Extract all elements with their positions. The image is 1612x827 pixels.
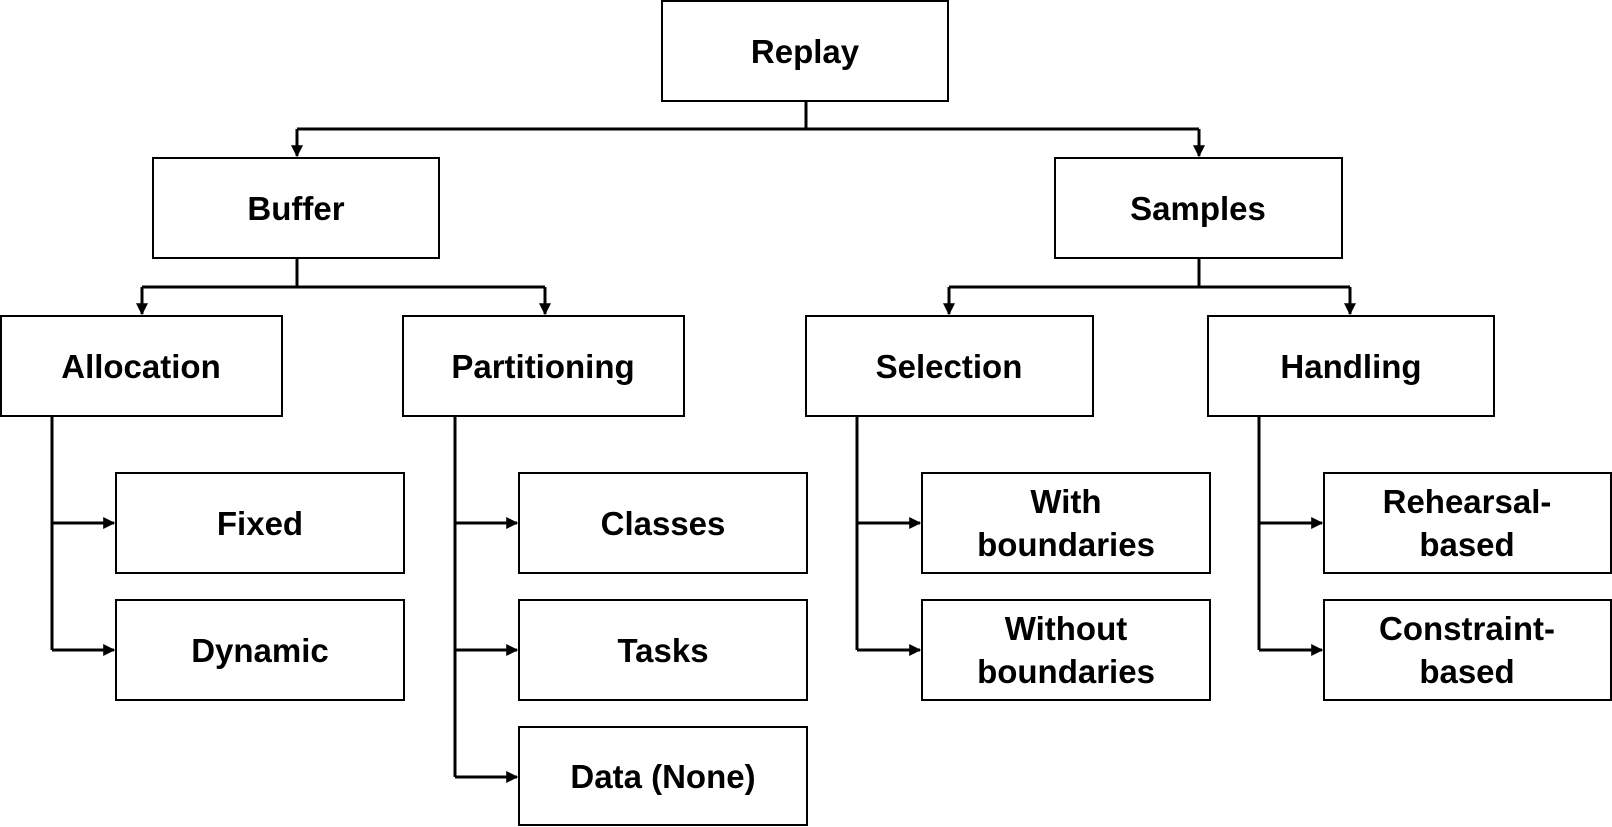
- node-data-none-label: Data (None): [570, 758, 755, 795]
- node-constraint-based-label: Constraint-based: [1379, 610, 1555, 690]
- node-selection-label: Selection: [876, 348, 1023, 385]
- node-handling-label: Handling: [1280, 348, 1421, 385]
- edge-replay-buffer-samples: [295, 101, 1199, 156]
- node-handling: Handling: [1207, 315, 1495, 417]
- node-samples-label: Samples: [1130, 190, 1266, 227]
- node-buffer: Buffer: [152, 157, 440, 259]
- node-tasks: Tasks: [518, 599, 808, 701]
- edge-buffer-stem: [142, 258, 545, 289]
- node-dynamic-label: Dynamic: [191, 632, 329, 669]
- node-dynamic: Dynamic: [115, 599, 405, 701]
- node-replay-label: Replay: [751, 33, 860, 70]
- edge-samples-stem: [949, 258, 1350, 289]
- node-constraint-based: Constraint-based: [1323, 599, 1612, 701]
- node-fixed-label: Fixed: [217, 505, 303, 542]
- node-classes-label: Classes: [601, 505, 726, 542]
- node-selection: Selection: [805, 315, 1094, 417]
- node-fixed: Fixed: [115, 472, 405, 574]
- connector-lines: [50, 101, 1356, 783]
- node-rehearsal-based-label: Rehearsal-based: [1383, 483, 1552, 563]
- node-replay: Replay: [661, 0, 949, 102]
- node-samples: Samples: [1054, 157, 1343, 259]
- node-classes: Classes: [518, 472, 808, 574]
- node-allocation-label: Allocation: [61, 348, 221, 385]
- node-allocation: Allocation: [0, 315, 283, 417]
- node-partitioning-label: Partitioning: [451, 348, 634, 385]
- node-rehearsal-based: Rehearsal-based: [1323, 472, 1612, 574]
- node-data-none: Data (None): [518, 726, 808, 826]
- node-buffer-label: Buffer: [247, 190, 344, 227]
- node-partitioning: Partitioning: [402, 315, 685, 417]
- node-tasks-label: Tasks: [617, 632, 708, 669]
